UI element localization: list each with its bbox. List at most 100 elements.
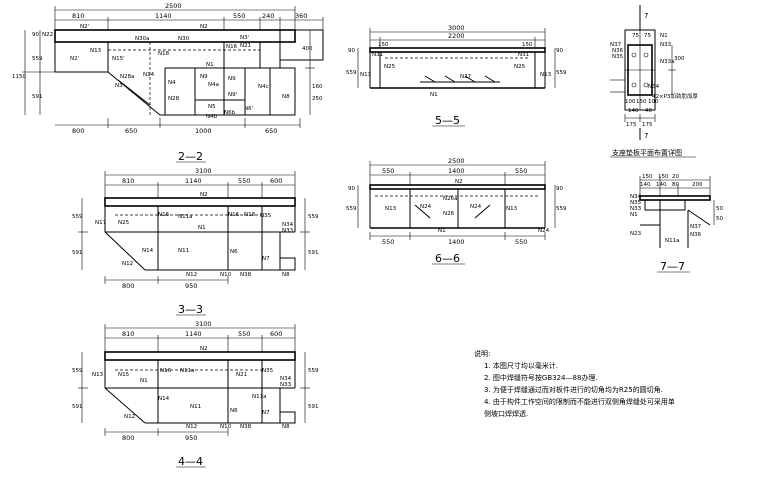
dim-175b: 175 [642, 122, 653, 128]
dim-559: 559 [346, 70, 357, 76]
dim-950: 950 [185, 282, 197, 290]
dim-400: 400 [302, 46, 313, 52]
section-3-3-dims: 3100 810 1140 550 600 559 591 800 950 55… [72, 167, 319, 290]
note-item: 4. 由于构件工作空间的限制而不能进行双侧角焊缝处可采用单 [484, 397, 675, 406]
part-label: N4b [206, 114, 218, 120]
part-label: N15' [112, 56, 125, 62]
part-label: N9 [200, 74, 208, 80]
dim-800: 800 [122, 434, 134, 442]
section-5-5-labels: N31 N31 N13 N25 N27 N25 N13 N1 [360, 52, 552, 98]
part-label: N2' [70, 56, 79, 62]
part-label: N14 [142, 248, 154, 254]
part-label: N16 [160, 368, 172, 374]
part-label: N1 [438, 228, 446, 234]
section-2-2-drawing [22, 6, 324, 128]
part-label: N34 [280, 376, 292, 382]
section-2-2-title: 2—2 [178, 150, 203, 163]
part-label: N14 [158, 396, 170, 402]
part-label: N1 [430, 92, 438, 98]
dim-160: 160 [312, 84, 323, 90]
bearing-plan-drawing [610, 5, 676, 140]
section-3-3-title: 3—3 [178, 303, 203, 316]
part-label: N23 [630, 231, 642, 237]
section-mark: 7 [644, 12, 648, 20]
dim-140b: 140 [656, 182, 667, 188]
dim-100: 100 [625, 99, 636, 105]
dim-810: 810 [72, 12, 84, 20]
dim-3000: 3000 [448, 24, 465, 32]
section-7-7-text: 150 150 20 140 140 80 200 50 50 N34 N35 … [630, 174, 723, 244]
part-label: N13 [506, 206, 518, 212]
part-label: N7 [262, 256, 270, 262]
dim-550: 550 [238, 330, 250, 338]
part-label: N13 [360, 72, 372, 78]
dim-1000: 1000 [195, 127, 212, 135]
part-label: N16 [226, 44, 238, 50]
section-6-6-drawing [357, 161, 556, 240]
part-label: N33 [630, 206, 642, 212]
dim-1140: 1140 [185, 177, 202, 185]
dim-559: 559 [346, 206, 357, 212]
part-label: N12 [122, 261, 133, 267]
part-label: N10 [220, 272, 232, 278]
part-label: N15 [118, 372, 130, 378]
part-label: N11a [178, 214, 192, 220]
section-4-4-title: 4—4 [178, 455, 203, 468]
part-label: N22 [42, 32, 53, 38]
dim-140: 140 [640, 182, 651, 188]
part-label: N2 [455, 179, 463, 185]
dim-1400b: 1400 [448, 238, 465, 246]
note-item: 1. 本图尺寸均以毫米计. [484, 361, 558, 370]
dim-1400: 1400 [448, 167, 465, 175]
part-label: N18 [158, 51, 170, 57]
part-label: N4 [168, 80, 176, 86]
section-6-6-dims: 2500 550 1400 550 90 559 90 559 550 1400… [346, 157, 567, 246]
part-label: N10 [220, 424, 232, 430]
dim-810: 810 [122, 330, 134, 338]
dim-600: 600 [270, 330, 282, 338]
part-label: N16 [228, 212, 240, 218]
dim-175: 175 [626, 122, 637, 128]
dim-75: 75 [632, 33, 639, 39]
bearing-plan-title: 支座垫板平面布置详图 [612, 148, 682, 157]
part-label: N11 [190, 404, 201, 410]
part-label: N34 [648, 84, 660, 90]
dim-90r: 90 [556, 186, 563, 192]
part-label: N36 [612, 48, 624, 54]
section-6-6-labels: N2 N26a N13 N24 N26 N24 N13 N1 N24 [385, 179, 550, 234]
notes-heading: 说明: [474, 349, 490, 358]
section-6-6-title: 6—6 [435, 252, 460, 265]
part-label: N1 [630, 212, 638, 218]
part-label: N35 [260, 213, 272, 219]
dim-559: 559 [72, 214, 83, 220]
dim-150: 150 [636, 99, 647, 105]
part-label: N25 [514, 64, 526, 70]
bearing-plan-text: 7 7 75 75 300 100 150 100 140 40 175 175… [610, 12, 698, 140]
dim-2500: 2500 [448, 157, 465, 165]
dim-550: 550 [382, 167, 394, 175]
part-label: N30 [178, 36, 190, 42]
dim-90: 90 [348, 186, 355, 192]
part-label: N6 [230, 408, 238, 414]
part-label: N3' [240, 35, 249, 41]
section-3-3-labels: N2 N17 N25 N16 N11a N1 N16 N18 N35 N34 N… [95, 192, 294, 278]
part-label: N6 [230, 249, 238, 255]
part-label: N33 [660, 42, 672, 48]
dim-559r: 559 [556, 206, 567, 212]
notes-block: 说明: 1. 本图尺寸均以毫米计. 2. 图中焊缝符号按GB324—88办理. … [474, 349, 675, 418]
part-label: N28a [120, 74, 134, 80]
part-label: N1 [140, 378, 148, 384]
dim-50: 50 [716, 206, 723, 212]
dim-90: 90 [348, 48, 355, 54]
part-label: N1 [198, 225, 206, 231]
dim-559: 559 [72, 368, 83, 374]
dim-810: 810 [122, 177, 134, 185]
section-4-4-labels: N2 N13 N15 N1 N16 N11a N21 N35 N34 N33 N… [92, 346, 292, 430]
section-2-2-labels: N22 N2' N13 N15' N30a N30 N2 N16 N3' N21… [42, 24, 290, 120]
dim-20: 20 [672, 174, 679, 180]
dim-600: 600 [270, 177, 282, 185]
part-label: N17 [95, 220, 107, 226]
dim-559: 559 [32, 56, 43, 62]
dim-2200: 2200 [448, 32, 465, 40]
part-label: N1 [206, 62, 214, 68]
